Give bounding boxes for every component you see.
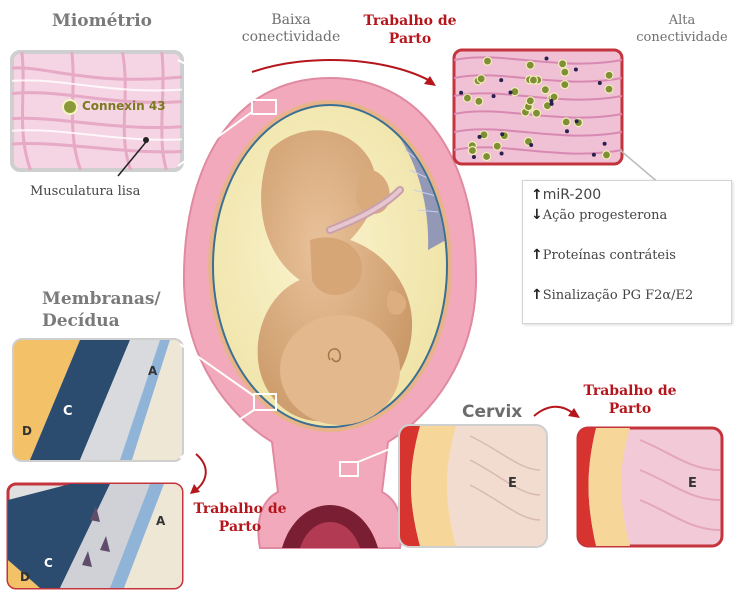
labor-label-myometrium-line2: Parto: [358, 30, 462, 48]
receptor-dot: [459, 91, 463, 95]
receptor-dot: [545, 56, 549, 60]
low-connectivity-label: Baixa conectividade: [236, 12, 346, 46]
change-item-progesterone: ↓Ação progesterona: [531, 207, 667, 223]
labor-label-myometrium: Trabalho de Parto: [358, 12, 462, 48]
labor-label-cervix-line2: Parto: [578, 400, 682, 418]
receptor-dot: [598, 81, 602, 85]
layer-a-labor-label: A: [156, 514, 165, 528]
connexin-dot: [477, 75, 485, 83]
low-connectivity-line1: Baixa: [236, 12, 346, 29]
receptor-dot: [550, 102, 554, 106]
connexin-dot: [526, 61, 534, 69]
high-connectivity-inset: [454, 50, 622, 164]
connexin-label: Connexin 43: [82, 99, 166, 113]
labor-label-membranes-line1: Trabalho de: [188, 500, 292, 518]
connexin-dot: [526, 97, 534, 105]
smooth-muscle-label: Musculatura lisa: [30, 184, 140, 199]
receptor-dot: [500, 152, 504, 156]
labor-label-cervix: Trabalho de Parto: [578, 382, 682, 418]
cervix-inset: [400, 426, 546, 546]
change-item-pg-signaling-text: Sinalização PG F2α/E2: [543, 288, 694, 303]
connexin-dot: [483, 57, 491, 65]
change-item-contractile-proteins-text: Proteínas contráteis: [543, 248, 676, 263]
receptor-dot: [500, 132, 504, 136]
connexin-dot: [603, 151, 611, 159]
membranes-title: Membranas/ Decídua: [42, 288, 161, 332]
cervix-title: Cervix: [462, 402, 522, 422]
connexin-dot: [533, 109, 541, 117]
connexin-dot: [529, 76, 537, 84]
connexin-dot: [562, 118, 570, 126]
layer-e-labor-label: E: [688, 476, 697, 491]
receptor-dot: [508, 90, 512, 94]
up-arrow-icon: ↑: [531, 187, 543, 203]
change-item-pg-signaling: ↑Sinalização PG F2α/E2: [531, 287, 693, 303]
membranes-title-line1: Membranas/: [42, 288, 161, 310]
layer-c-labor-label: C: [44, 556, 53, 570]
receptor-dot: [478, 135, 482, 139]
low-connectivity-line2: conectividade: [236, 29, 346, 46]
connexin-dot: [605, 71, 613, 79]
labor-label-cervix-line1: Trabalho de: [578, 382, 682, 400]
cervix-labor-inset: [578, 428, 722, 546]
high-connectivity-line1: Alta: [626, 12, 738, 29]
connexin-dot: [468, 146, 476, 154]
down-arrow-icon: ↓: [531, 207, 543, 223]
labor-arrow-membranes: [196, 454, 206, 490]
high-connectivity-label: Alta conectividade: [626, 12, 738, 46]
layer-c-label: C: [63, 404, 73, 419]
connexin-dot: [559, 60, 567, 68]
receptor-dot: [492, 94, 496, 98]
membranes-callout-line-2: [180, 410, 254, 458]
layer-e-label: E: [508, 476, 517, 491]
membranes-labor-inset: [8, 484, 182, 588]
receptor-dot: [565, 129, 569, 133]
labor-label-membranes: Trabalho de Parto: [188, 500, 292, 536]
labor-arrow-myometrium-head: [424, 76, 436, 86]
connexin-dot: [561, 81, 569, 89]
change-item-progesterone-text: Ação progesterona: [543, 208, 668, 223]
layer-a-label: A: [148, 364, 157, 378]
myometrium-title: Miométrio: [52, 10, 152, 32]
receptor-dot: [574, 67, 578, 71]
connexin-dot: [483, 153, 491, 161]
high-connectivity-callout: [620, 150, 660, 184]
receptor-dot: [499, 78, 503, 82]
myometrium-inset: [0, 40, 200, 190]
myometrium-callout-line-1: [178, 60, 252, 100]
up-arrow-icon: ↑: [531, 247, 543, 263]
membranes-inset: [14, 340, 182, 460]
change-item-mir200-text: miR-200: [543, 187, 601, 203]
change-item-contractile-proteins: ↑Proteínas contráteis: [531, 247, 676, 263]
connexin-dot: [493, 142, 501, 150]
high-connectivity-line2: conectividade: [626, 29, 738, 46]
labor-arrow-cervix: [534, 407, 574, 416]
layer-d-label: D: [22, 424, 32, 438]
connexin-dot: [541, 86, 549, 94]
connexin-dot: [475, 97, 483, 105]
up-arrow-icon: ↑: [531, 287, 543, 303]
receptor-dot: [472, 155, 476, 159]
connexin-dot: [605, 85, 613, 93]
change-item-mir200: ↑miR-200: [531, 187, 601, 203]
labor-label-myometrium-line1: Trabalho de: [358, 12, 462, 30]
labor-label-membranes-line2: Parto: [188, 518, 292, 536]
receptor-dot: [603, 142, 607, 146]
layer-d-labor-label: D: [20, 570, 30, 584]
membranes-title-line2: Decídua: [42, 310, 161, 332]
connexin-dot: [561, 68, 569, 76]
connexin-dot: [463, 94, 471, 102]
receptor-dot: [575, 119, 579, 123]
receptor-dot: [592, 153, 596, 157]
receptor-dot: [529, 143, 533, 147]
molecular-changes-box: ↑miR-200 ↓Ação progesterona ↑Proteínas c…: [522, 180, 732, 324]
